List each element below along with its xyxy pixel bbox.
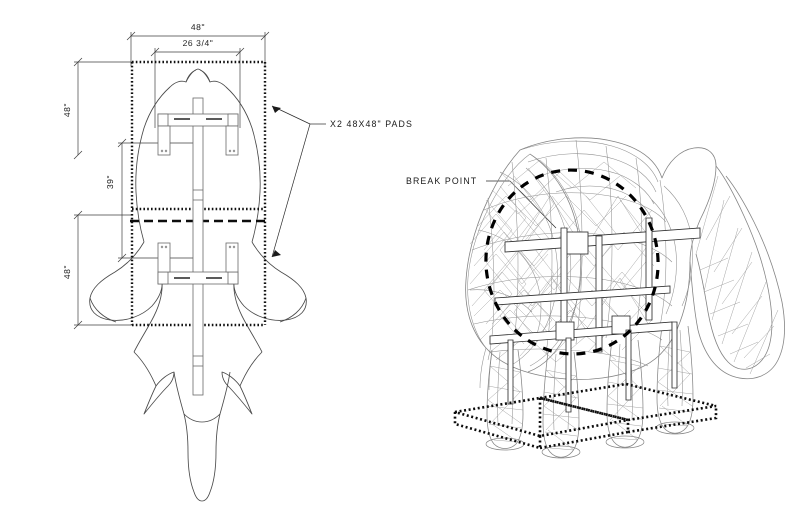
plan-view-group: 48" 26 3/4" 48" 48": [62, 22, 413, 502]
lower-cross-beam-assembly: [157, 242, 239, 285]
dimension-label-lower-height: 48": [62, 265, 72, 279]
dimension-label-upper-height: 48": [62, 103, 72, 117]
dimension-label-inner-width: 26 3/4": [183, 38, 214, 48]
iso-view-group: BREAK POINT: [406, 137, 786, 459]
internal-steel-armature: [489, 217, 701, 413]
break-point-ellipse: [484, 168, 660, 356]
dimension-label-overall-width: 48": [191, 22, 205, 32]
spine-beam-plan: [192, 97, 204, 396]
break-point-label: BREAK POINT: [406, 176, 477, 186]
elephant-plan-outline: [89, 68, 307, 502]
pads-note-leader: [271, 105, 326, 258]
dimension-label-middle-height: 39": [105, 175, 115, 189]
dimension-overall-width: [126, 31, 270, 66]
pad-boundary-dotted: [130, 60, 267, 327]
pads-note-label: X2 48X48" PADS: [330, 119, 413, 129]
dimension-vertical-outer: [73, 57, 132, 330]
upper-cross-beam-assembly: [157, 113, 239, 156]
concrete-pads-iso: [453, 382, 718, 450]
